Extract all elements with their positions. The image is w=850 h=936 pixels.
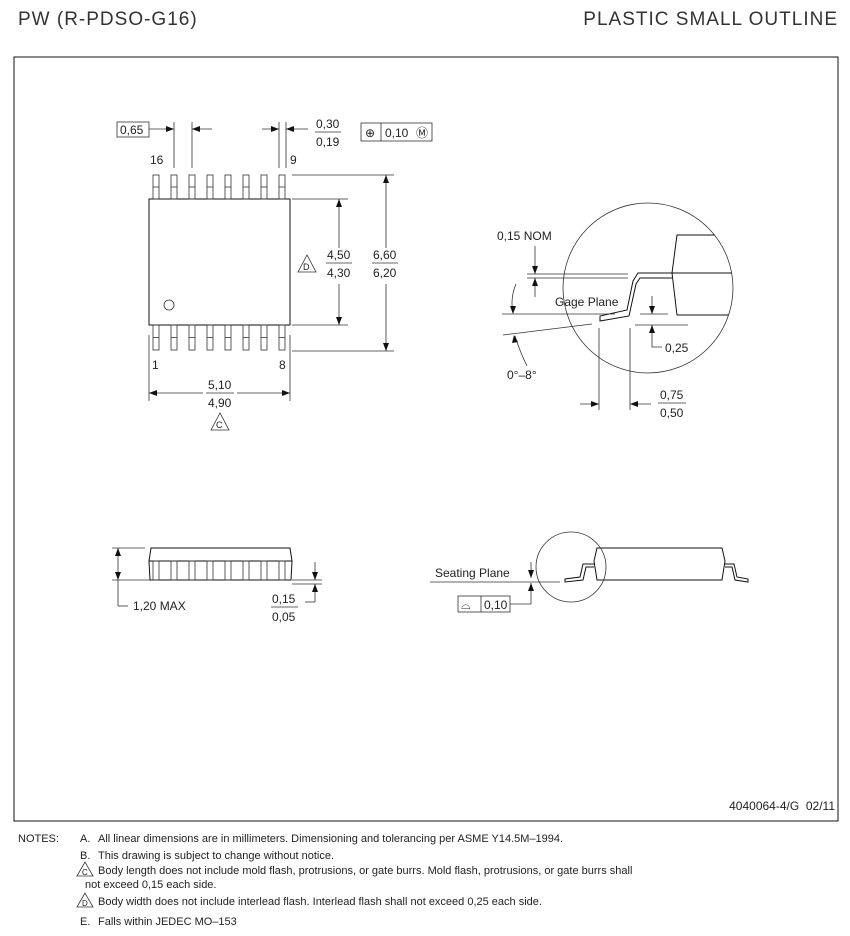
package-code: PW (R-PDSO-G16)	[18, 9, 198, 30]
side-lead	[206, 560, 214, 581]
pin1-indicator	[163, 299, 175, 311]
pitch-value: 0,65	[120, 123, 144, 137]
detail-view: 0,15 NOM Gage Plane 0°–8° 0,25 0,75 0,50	[497, 202, 734, 420]
foot-length-min: 0,50	[660, 406, 684, 420]
lead-width-max: 0,30	[316, 117, 340, 131]
note-d-marker: D	[303, 262, 310, 272]
leads	[152, 174, 286, 351]
body-width-max: 4,50	[327, 248, 351, 262]
position-tolerance-value: 0,10	[385, 126, 409, 140]
seating-plane-label: Seating Plane	[435, 566, 510, 580]
package-height: 1,20 MAX	[133, 599, 186, 613]
standoff-min: 0,05	[272, 610, 296, 624]
flatness-value: 0,10	[484, 598, 508, 612]
note-a-marker: A.	[80, 833, 90, 845]
side-lead	[260, 560, 268, 581]
side-lead	[188, 560, 196, 581]
lead-width-min: 0,19	[316, 135, 340, 149]
pin-label-9: 9	[290, 153, 297, 167]
drawing-number: 4040064-4/G 02/11	[729, 799, 835, 813]
note-b-marker: B.	[80, 850, 90, 862]
standoff-max: 0,15	[272, 592, 296, 606]
note-c-cont: not exceed 0,15 each side.	[85, 879, 216, 891]
package-body	[148, 198, 291, 326]
position-tolerance-frame	[360, 122, 433, 142]
side-lead	[170, 560, 178, 581]
note-d-triangle	[297, 254, 317, 273]
note-a: All linear dimensions are in millimeters…	[98, 833, 563, 845]
notes-heading: NOTES:	[18, 833, 59, 845]
note-c-triangle-icon	[76, 861, 94, 877]
pin-label-1: 1	[152, 358, 159, 372]
position-symbol: ⊕	[365, 126, 375, 140]
side-lead	[278, 560, 286, 581]
note-d-marker: D	[82, 899, 88, 908]
side-lead	[224, 560, 232, 581]
notes: NOTES: A. All linear dimensions are in m…	[18, 833, 632, 928]
note-c-marker: C	[82, 868, 88, 877]
detail-circle	[562, 202, 734, 374]
note-e: Falls within JEDEC MO–153	[98, 916, 237, 928]
drawing-frame	[13, 56, 839, 822]
package-type: PLASTIC SMALL OUTLINE	[583, 9, 838, 30]
top-view: 16 9 1 8 0,65 0,30 0,19 ⊕ 0,10 Ⓜ 4,50 4,…	[116, 117, 433, 431]
lead-angle: 0°–8°	[507, 368, 537, 382]
note-b: This drawing is subject to change withou…	[98, 850, 334, 862]
body-length-min: 4,90	[208, 396, 232, 410]
lead-profile	[599, 272, 672, 322]
body-length-max: 5,10	[208, 378, 232, 392]
lead-thickness: 0,15 NOM	[497, 229, 552, 243]
gage-height: 0,25	[665, 341, 689, 355]
note-c-marker: C	[216, 420, 223, 430]
gage-plane-label: Gage Plane	[555, 295, 619, 309]
mmc-modifier: Ⓜ	[416, 126, 428, 140]
overall-width-min: 6,20	[373, 266, 397, 280]
foot-length-max: 0,75	[660, 388, 684, 402]
side-view: 1,20 MAX 0,15 0,05	[112, 547, 322, 624]
flatness-symbol: ⌓	[461, 598, 471, 612]
end-view: Seating Plane ⌓ 0,10	[430, 531, 749, 613]
detail-callout-circle	[535, 531, 607, 603]
note-d-triangle-icon	[76, 892, 94, 908]
body-width-min: 4,30	[327, 266, 351, 280]
flatness-frame	[457, 595, 511, 613]
pin-label-16: 16	[150, 153, 164, 167]
note-c-triangle	[210, 412, 230, 431]
note-e-marker: E.	[80, 916, 90, 928]
overall-width-max: 6,60	[373, 248, 397, 262]
note-c: Body length does not include mold flash,…	[98, 865, 632, 877]
side-lead	[152, 560, 160, 581]
pin-label-8: 8	[279, 358, 286, 372]
side-lead	[242, 560, 250, 581]
pitch-box	[116, 121, 150, 138]
note-d: Body width does not include interlead fl…	[98, 896, 542, 908]
